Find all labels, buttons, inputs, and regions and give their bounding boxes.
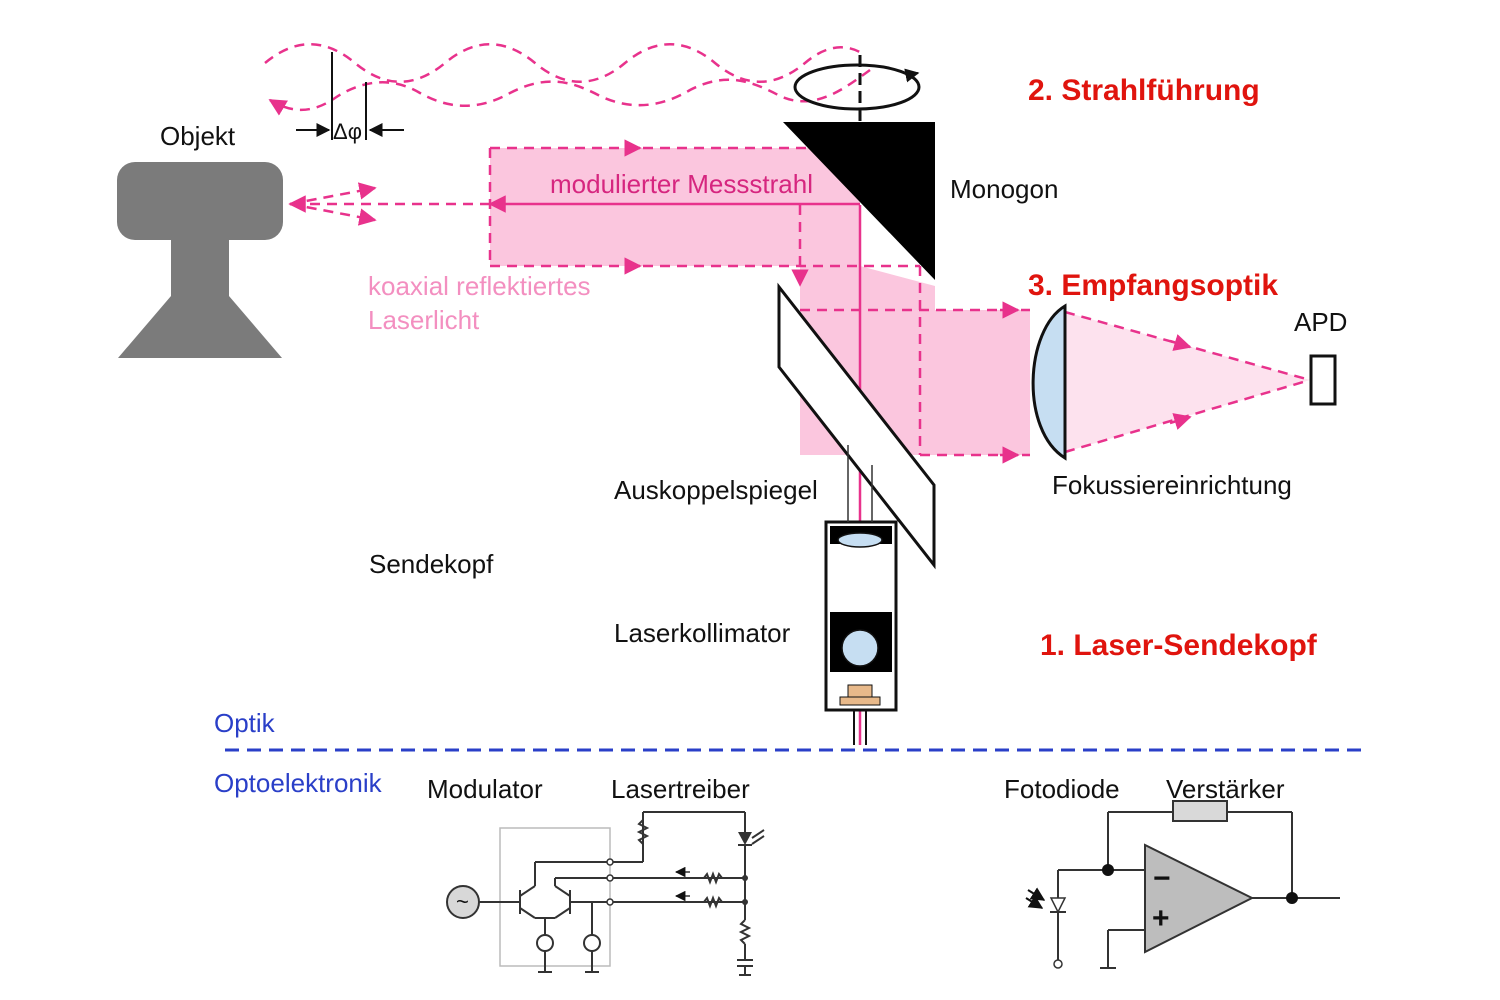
collimator-ball-lens (841, 629, 879, 667)
delta-phi-label: Δφ (333, 119, 362, 144)
sendekopf-label: Sendekopf (369, 549, 494, 579)
beam-fill-focus (1065, 312, 1310, 452)
section-strahlfuehrung: 2. Strahlführung (1028, 74, 1260, 107)
rail-web (171, 236, 229, 298)
monogon-label: Monogon (950, 174, 1058, 204)
outgoing-wave (264, 43, 866, 83)
laser-diode-symbol (738, 832, 752, 845)
op-amp-minus: − (1153, 862, 1171, 895)
sine-source-symbol: ~ (456, 889, 469, 914)
feedback-resistor (1172, 800, 1228, 822)
auskoppelspiegel (777, 282, 936, 570)
amplifier-circuit: − + (1025, 800, 1340, 969)
fokussier-lens (1031, 303, 1067, 461)
rail-foot (118, 296, 282, 358)
collimator-lens (837, 532, 883, 548)
optoelektronik-label: Optoelektronik (214, 768, 383, 798)
rail-head (117, 162, 283, 240)
returning-wave (268, 68, 871, 116)
section-empfangsoptik: 3. Empfangsoptik (1028, 269, 1278, 302)
objekt-label: Objekt (160, 121, 236, 151)
op-amp-plus: + (1152, 902, 1170, 935)
reflect-ray-2 (289, 202, 377, 226)
rotation-ellipse (793, 63, 921, 111)
modulator-circuit: ~ (446, 811, 765, 976)
object-rail (117, 162, 283, 358)
reflect-ray-1 (289, 182, 377, 206)
koaxial-label-1: koaxial reflektiertes (368, 271, 591, 301)
auskoppelspiegel-label: Auskoppelspiegel (614, 475, 818, 505)
verstaerker-label: Verstärker (1166, 774, 1285, 804)
photodiode-symbol (1049, 897, 1067, 914)
fokussiereinrichtung-label: Fokussiereinrichtung (1052, 470, 1292, 500)
laserkollimator-label: Laserkollimator (614, 618, 791, 648)
modulator-label: Modulator (427, 774, 543, 804)
fotodiode-label: Fotodiode (1004, 774, 1120, 804)
rotation-arrow (904, 68, 920, 83)
optik-label: Optik (214, 708, 276, 738)
beam-fill-horizontal (490, 148, 860, 266)
koaxial-label-2: Laserlicht (368, 305, 480, 335)
modulator-box (499, 827, 611, 967)
laser-collimator (824, 445, 898, 745)
op-amp (1144, 843, 1255, 954)
laser-diode (847, 684, 873, 698)
apd-label: APD (1294, 307, 1347, 337)
monogon-prism (783, 122, 935, 280)
lasertreiber-label: Lasertreiber (611, 774, 750, 804)
modulierter-messstrahl-label: modulierter Messstrahl (550, 169, 813, 199)
modulation-waves: Δφ (264, 43, 871, 144)
section-laser-sendekopf: 1. Laser-Sendekopf (1040, 629, 1318, 662)
measuring-beam (288, 139, 1311, 745)
monogon (783, 55, 935, 280)
apd-detector (1309, 354, 1337, 406)
